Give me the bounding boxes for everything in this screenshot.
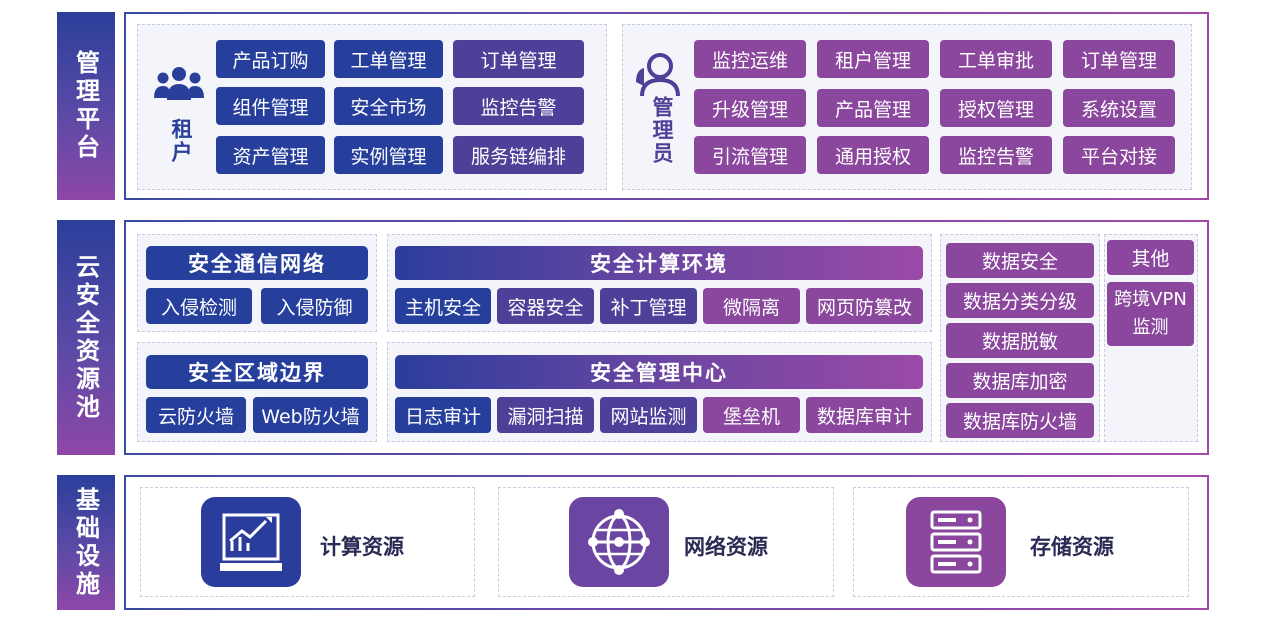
storage-resource-box — [853, 487, 1189, 597]
tenant-btn-product-order[interactable]: 产品订购 — [216, 40, 325, 78]
secure-comm-title: 安全通信网络 — [146, 246, 368, 280]
btn-intrusion-prevention[interactable]: 入侵防御 — [261, 288, 368, 324]
network-globe-icon — [569, 497, 669, 587]
btn-db-encryption[interactable]: 数据库加密 — [946, 363, 1094, 398]
storage-server-icon — [906, 497, 1006, 587]
section-label-infrastructure: 基础设施 — [57, 475, 115, 610]
secure-compute-title: 安全计算环境 — [395, 246, 923, 280]
compute-resource-box — [140, 487, 475, 597]
admin-btn-order-mgmt[interactable]: 订单管理 — [1063, 40, 1175, 78]
tenant-btn-security-market[interactable]: 安全市场 — [334, 87, 443, 125]
admin-label: 管理员 — [650, 96, 674, 165]
btn-web-tamper[interactable]: 网页防篡改 — [806, 288, 923, 324]
group-users-icon — [152, 64, 206, 104]
tenant-label: 租户 — [169, 118, 193, 164]
admin-btn-monitor-ops[interactable]: 监控运维 — [694, 40, 806, 78]
vpn-label: 跨境VPN — [1114, 289, 1187, 310]
storage-resource-label: 存储资源 — [1030, 535, 1114, 559]
btn-data-security[interactable]: 数据安全 — [946, 243, 1094, 278]
section-label-cloud-security: 云安全资源池 — [57, 220, 115, 455]
section-label-management: 管理平台 — [57, 12, 115, 200]
btn-micro-segmentation[interactable]: 微隔离 — [703, 288, 800, 324]
tenant-btn-service-chain[interactable]: 服务链编排 — [453, 136, 584, 174]
compute-resource-label: 计算资源 — [320, 535, 404, 559]
btn-intrusion-detection[interactable]: 入侵检测 — [146, 288, 252, 324]
admin-btn-general-auth[interactable]: 通用授权 — [817, 136, 929, 174]
admin-btn-product-mgmt[interactable]: 产品管理 — [817, 89, 929, 127]
btn-container-security[interactable]: 容器安全 — [497, 288, 594, 324]
tenant-btn-ticket-mgmt[interactable]: 工单管理 — [334, 40, 443, 78]
admin-btn-platform-connect[interactable]: 平台对接 — [1063, 136, 1175, 174]
btn-cross-border-vpn[interactable]: 跨境VPN 监测 — [1107, 282, 1194, 346]
admin-btn-upgrade-mgmt[interactable]: 升级管理 — [694, 89, 806, 127]
admin-btn-license-mgmt[interactable]: 授权管理 — [940, 89, 1052, 127]
btn-log-audit[interactable]: 日志审计 — [395, 397, 491, 433]
secure-mgmt-title: 安全管理中心 — [395, 355, 923, 389]
btn-vuln-scan[interactable]: 漏洞扫描 — [497, 397, 594, 433]
btn-host-security[interactable]: 主机安全 — [395, 288, 491, 324]
monitor-label: 监测 — [1132, 317, 1169, 338]
admin-btn-tenant-mgmt[interactable]: 租户管理 — [817, 40, 929, 78]
btn-web-firewall[interactable]: Web防火墙 — [253, 397, 368, 433]
btn-data-classification[interactable]: 数据分类分级 — [946, 283, 1094, 318]
admin-btn-monitor-alert[interactable]: 监控告警 — [940, 136, 1052, 174]
tenant-btn-asset-mgmt[interactable]: 资产管理 — [216, 136, 325, 174]
tenant-btn-instance-mgmt[interactable]: 实例管理 — [334, 136, 443, 174]
btn-bastion-host[interactable]: 堡垒机 — [703, 397, 800, 433]
btn-data-masking[interactable]: 数据脱敏 — [946, 323, 1094, 358]
btn-others[interactable]: 其他 — [1107, 240, 1194, 275]
network-resource-label: 网络资源 — [684, 535, 768, 559]
tenant-btn-component-mgmt[interactable]: 组件管理 — [216, 87, 325, 125]
secure-boundary-title: 安全区域边界 — [146, 355, 368, 389]
admin-user-icon — [634, 52, 684, 98]
btn-db-firewall[interactable]: 数据库防火墙 — [946, 403, 1094, 438]
tenant-btn-monitor-alert[interactable]: 监控告警 — [453, 87, 584, 125]
btn-patch-mgmt[interactable]: 补丁管理 — [600, 288, 697, 324]
btn-site-monitor[interactable]: 网站监测 — [600, 397, 697, 433]
admin-btn-system-settings[interactable]: 系统设置 — [1063, 89, 1175, 127]
admin-btn-ticket-approve[interactable]: 工单审批 — [940, 40, 1052, 78]
btn-db-audit[interactable]: 数据库审计 — [806, 397, 923, 433]
compute-chart-icon — [201, 497, 301, 587]
btn-cloud-firewall[interactable]: 云防火墙 — [146, 397, 246, 433]
admin-btn-traffic-mgmt[interactable]: 引流管理 — [694, 136, 806, 174]
tenant-btn-order-mgmt[interactable]: 订单管理 — [453, 40, 584, 78]
